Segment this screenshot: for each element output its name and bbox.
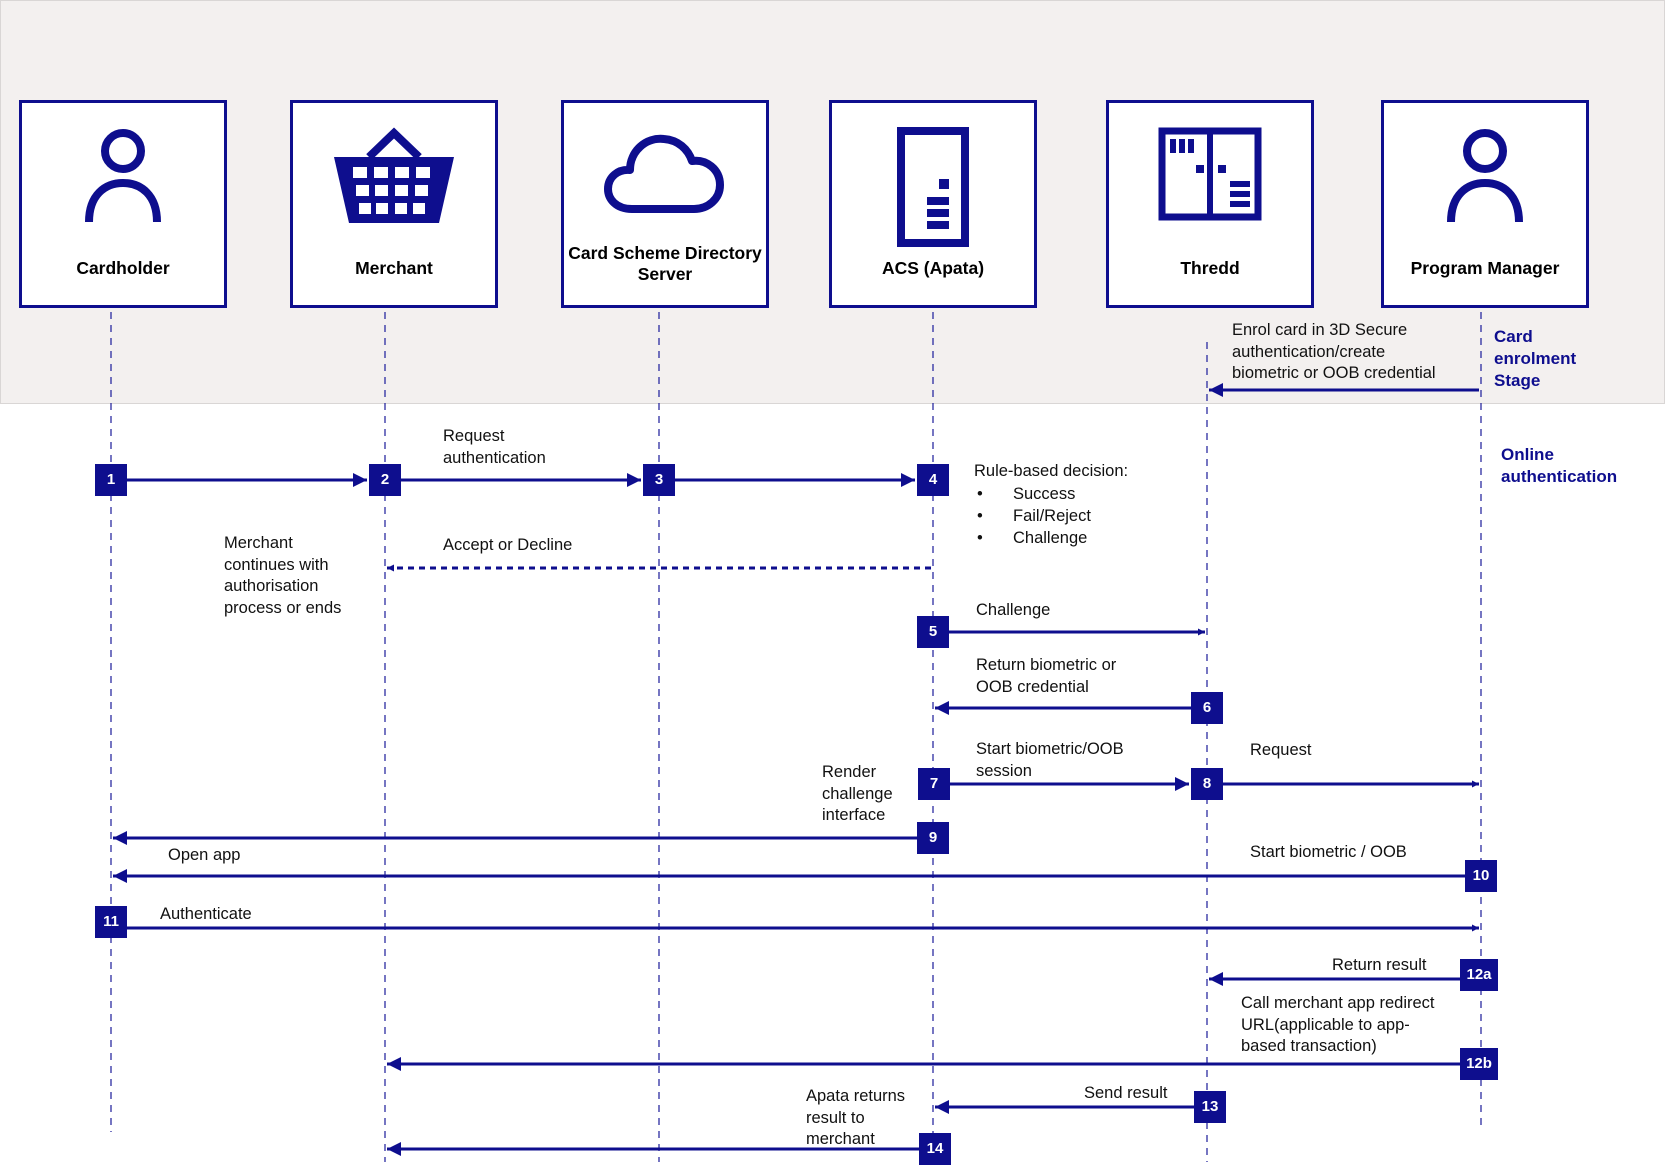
step-badge: 8 [1191, 768, 1223, 800]
message-challenge: Challenge [976, 601, 1051, 619]
message-request: Request [1250, 741, 1312, 759]
step-badge: 6 [1191, 692, 1223, 724]
step-badge: 10 [1465, 860, 1497, 892]
message-apata-returns: Apata returns result to merchant [806, 1087, 906, 1148]
step-badge: 13 [1194, 1091, 1226, 1123]
step-badge: 7 [918, 768, 950, 800]
step-badge: 5 [917, 616, 949, 648]
message-call-redirect: Call merchant app redirect URL(applicabl… [1241, 994, 1435, 1055]
actor-thredd: Thredd [1106, 100, 1314, 308]
basket-icon [334, 127, 454, 223]
message-send-result: Send result [1084, 1084, 1168, 1102]
actor-directory-server: Card Scheme Directory Server [561, 100, 769, 308]
actor-cardholder: Cardholder [19, 100, 227, 308]
server-rack-icon [1158, 127, 1262, 221]
step-badge: 12b [1460, 1048, 1498, 1080]
cloud-icon [604, 134, 724, 213]
message-open-app: Open app [168, 846, 241, 864]
message-start-session: Start biometric/OOB session [976, 740, 1124, 780]
message-rule-decision: Rule-based decision: [974, 462, 1129, 480]
decision-options-list: Success Fail/Reject Challenge [977, 483, 1091, 549]
actor-merchant: Merchant [290, 100, 498, 308]
message-merchant-continues: Merchant continues with authorisation pr… [224, 534, 342, 617]
step-badge: 12a [1460, 959, 1498, 991]
actor-program-manager: Program Manager [1381, 100, 1589, 308]
message-accept-decline: Accept or Decline [443, 536, 573, 554]
step-badge: 11 [95, 906, 127, 938]
actor-acs: ACS (Apata) [829, 100, 1037, 308]
message-enrol: Enrol card in 3D Secure authentication/c… [1232, 321, 1436, 382]
message-start-biometric: Start biometric / OOB [1250, 843, 1407, 861]
actor-name: Merchant [355, 258, 433, 278]
message-return-result: Return result [1332, 956, 1427, 974]
decision-option: Fail/Reject [977, 505, 1091, 527]
server-icon [897, 127, 969, 247]
actor-name: Program Manager [1410, 258, 1560, 278]
step-badge: 1 [95, 464, 127, 496]
person-icon [1447, 129, 1523, 223]
step-badge: 9 [917, 822, 949, 854]
step-badge: 14 [919, 1133, 951, 1165]
step-badge: 4 [917, 464, 949, 496]
actor-name: ACS (Apata) [881, 258, 985, 278]
decision-option: Success [977, 483, 1091, 505]
step-badge: 3 [643, 464, 675, 496]
decision-option: Challenge [977, 527, 1091, 549]
actor-name: Cardholder [76, 258, 170, 278]
step-badge: 2 [369, 464, 401, 496]
actor-name: Card Scheme Directory Server [568, 243, 762, 284]
message-render-challenge: Render challenge interface [822, 763, 893, 824]
message-return-credential: Return biometric or OOB credential [976, 656, 1117, 696]
phase-label-enrolment: Card enrolment Stage [1494, 327, 1577, 390]
phase-label-online: Online authentication [1501, 445, 1618, 486]
actor-name: Thredd [1180, 258, 1240, 278]
person-icon [85, 129, 161, 223]
message-request-auth: Request authentication [443, 427, 546, 467]
message-authenticate: Authenticate [160, 905, 252, 923]
